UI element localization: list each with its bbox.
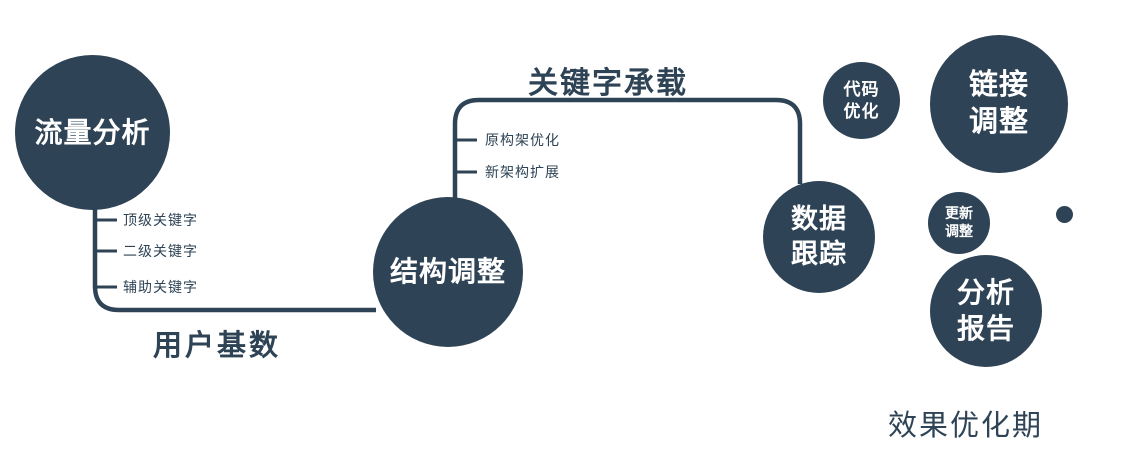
connector-structure-to-tracking	[452, 97, 803, 199]
node-traffic-analysis: 流量分析	[15, 55, 170, 210]
branch-label-aux-keywords: 辅助关键字	[123, 279, 198, 295]
branch-label-top-keywords: 顶级关键字	[123, 212, 198, 228]
node-link-adjustment-line1: 链接	[968, 68, 1029, 101]
node-link-adjustment-line2: 调整	[968, 106, 1029, 138]
node-small-dot	[1056, 206, 1073, 223]
branch-label-original-framework: 原构架优化	[485, 132, 560, 148]
node-update-adjustment: 更新 调整	[928, 192, 990, 254]
node-update-adjustment-line1: 更新	[945, 205, 973, 222]
node-traffic-analysis-label: 流量分析	[34, 116, 151, 148]
node-data-tracking: 数据 跟踪	[763, 181, 875, 293]
edge-label-user-base: 用户基数	[153, 330, 282, 362]
caption-effect-optimization: 效果优化期	[888, 410, 1044, 442]
branch-label-new-framework: 新架构扩展	[485, 164, 560, 180]
node-structure-adjust-label: 结构调整	[389, 256, 506, 288]
node-analysis-report: 分析 报告	[930, 255, 1042, 367]
node-code-optimization-line2: 优化	[843, 101, 880, 121]
node-code-optimization: 代码 优化	[823, 62, 900, 139]
node-analysis-report-line2: 报告	[956, 313, 1015, 344]
node-link-adjustment: 链接 调整	[930, 35, 1068, 173]
node-data-tracking-line2: 跟踪	[791, 239, 847, 269]
node-data-tracking-line1: 数据	[791, 204, 847, 235]
node-structure-adjust: 结构调整	[373, 197, 523, 347]
branch-label-second-keywords: 二级关键字	[123, 243, 198, 259]
node-analysis-report-line1: 分析	[956, 277, 1015, 309]
node-update-adjustment-line2: 调整	[945, 223, 973, 239]
edge-label-keyword-carry: 关键字承载	[528, 67, 688, 100]
node-code-optimization-line1: 代码	[843, 79, 880, 99]
